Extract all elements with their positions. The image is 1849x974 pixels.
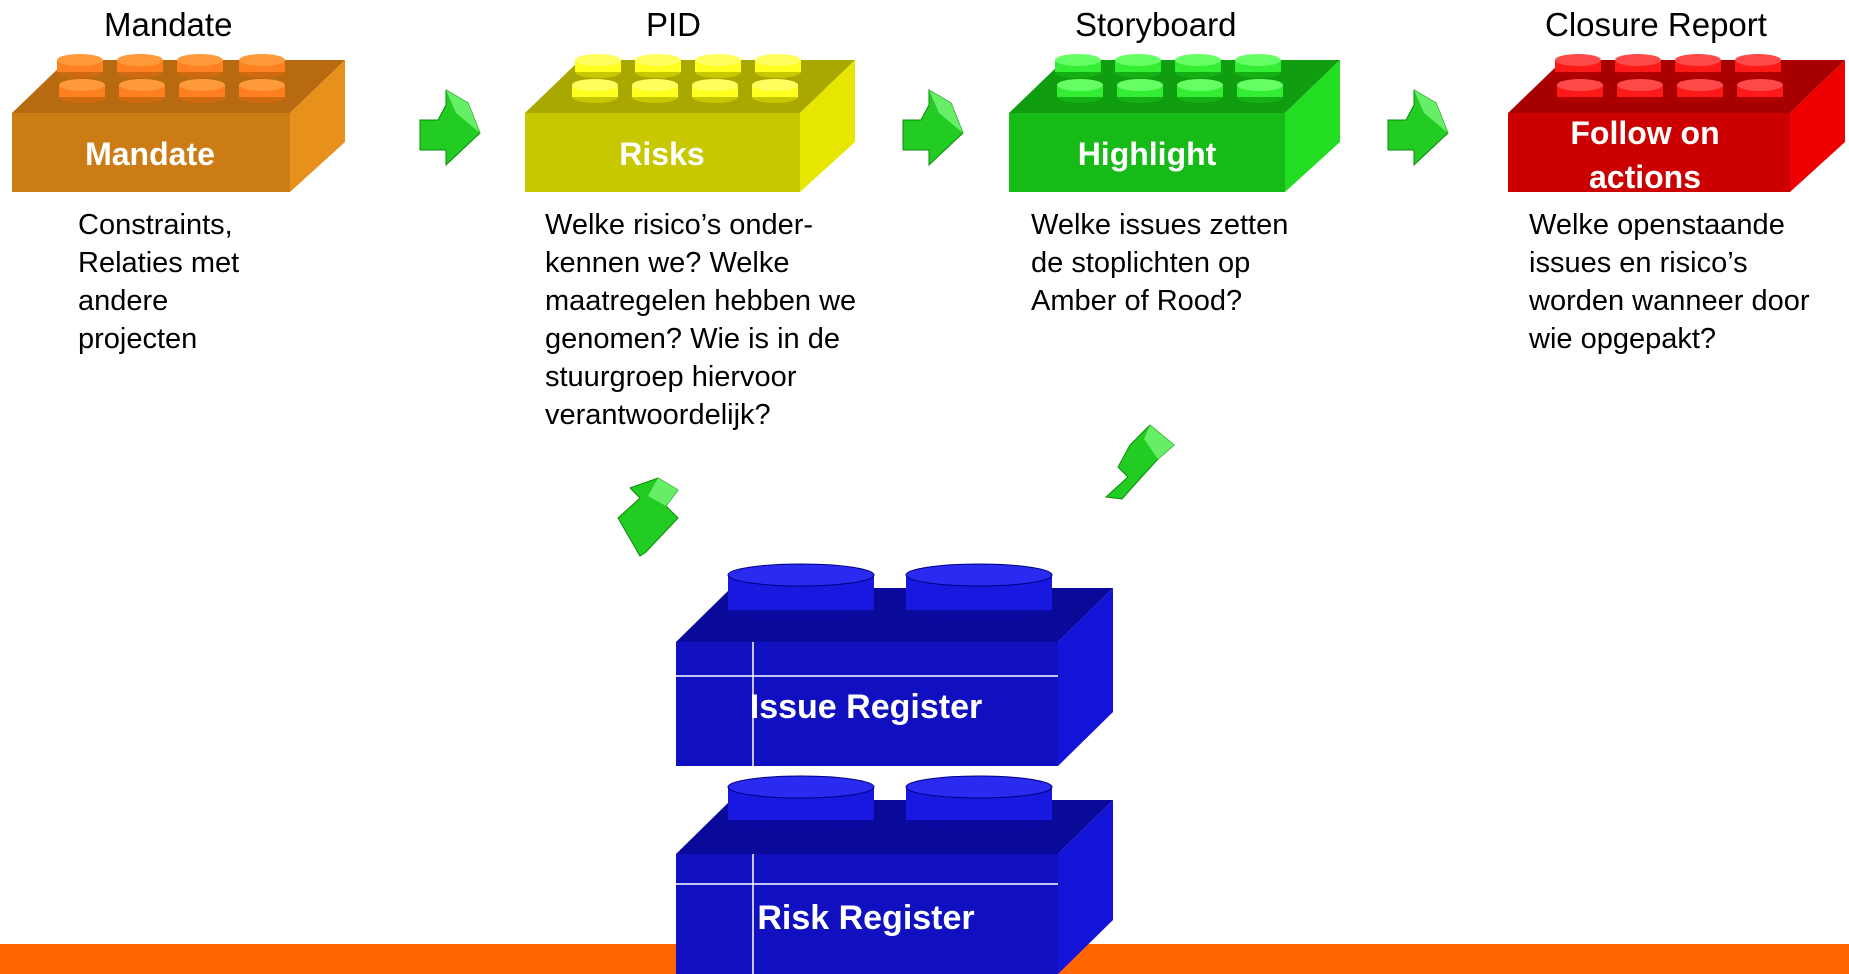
description-line: kennen we? Welke	[545, 247, 790, 279]
brick-mandate-label: Mandate	[85, 136, 215, 172]
risk-register-stud	[905, 775, 1053, 831]
stage-title-closure-report: Closure Report	[1545, 6, 1767, 43]
arrow-right-icon	[419, 89, 481, 167]
brick-risks	[525, 60, 855, 192]
risk-register-label: Risk Register	[757, 899, 974, 937]
arrow-up-icon	[1104, 424, 1175, 500]
description-line: Amber of Rood?	[1031, 285, 1243, 317]
description-mandate: Constraints, Relaties met andere project…	[78, 206, 239, 358]
description-line: issues en risico’s	[1529, 247, 1748, 279]
description-highlight: Welke issues zetten de stoplichten op Am…	[1031, 206, 1288, 320]
brick-follow-on-label-line2: actions	[1589, 159, 1701, 195]
brick-mandate-studs	[57, 54, 285, 103]
brick-risks-studs	[572, 54, 801, 103]
stage-title-pid: PID	[646, 6, 702, 43]
issue-register-stud	[905, 563, 1053, 621]
brick-highlight-label: Highlight	[1078, 136, 1217, 172]
risk-register-stud	[727, 775, 875, 831]
description-line: stuurgroep hiervoor	[545, 361, 797, 393]
description-line: projecten	[78, 323, 198, 355]
issue-register-brick	[676, 563, 1113, 766]
issue-register-label: Issue Register	[750, 688, 982, 726]
description-risks: Welke risico’s onder- kennen we? Welke m…	[545, 206, 856, 434]
description-follow-on-actions: Welke openstaande issues en risico’s wor…	[1529, 206, 1810, 358]
description-line: andere	[78, 285, 169, 317]
brick-risks-label: Risks	[619, 136, 704, 172]
description-line: verantwoordelijk?	[545, 399, 771, 431]
brick-follow-on-actions-studs	[1555, 54, 1783, 103]
risk-register-brick	[676, 775, 1113, 974]
issue-register-stud	[727, 563, 875, 621]
brick-follow-on-label-line1: Follow on	[1570, 115, 1719, 151]
brick-highlight-studs	[1055, 54, 1283, 103]
description-line: Welke openstaande	[1529, 209, 1785, 241]
description-line: Relaties met	[78, 247, 240, 279]
stage-title-storyboard: Storyboard	[1075, 6, 1237, 43]
description-line: genomen? Wie is in de	[545, 323, 840, 355]
stage-title-mandate: Mandate	[104, 6, 233, 43]
brick-mandate	[12, 60, 345, 192]
description-line: Welke issues zetten	[1031, 209, 1289, 241]
brick-highlight	[1009, 60, 1340, 192]
arrow-right-icon	[902, 89, 964, 167]
description-line: worden wanneer door	[1529, 285, 1810, 317]
description-line: Welke risico’s onder-	[545, 209, 814, 241]
description-line: de stoplichten op	[1031, 247, 1251, 279]
arrow-right-icon	[1387, 89, 1449, 167]
description-line: Constraints,	[78, 209, 233, 241]
description-line: wie opgepakt?	[1529, 323, 1717, 355]
arrow-down-icon	[617, 477, 679, 557]
description-line: maatregelen hebben we	[545, 285, 857, 317]
